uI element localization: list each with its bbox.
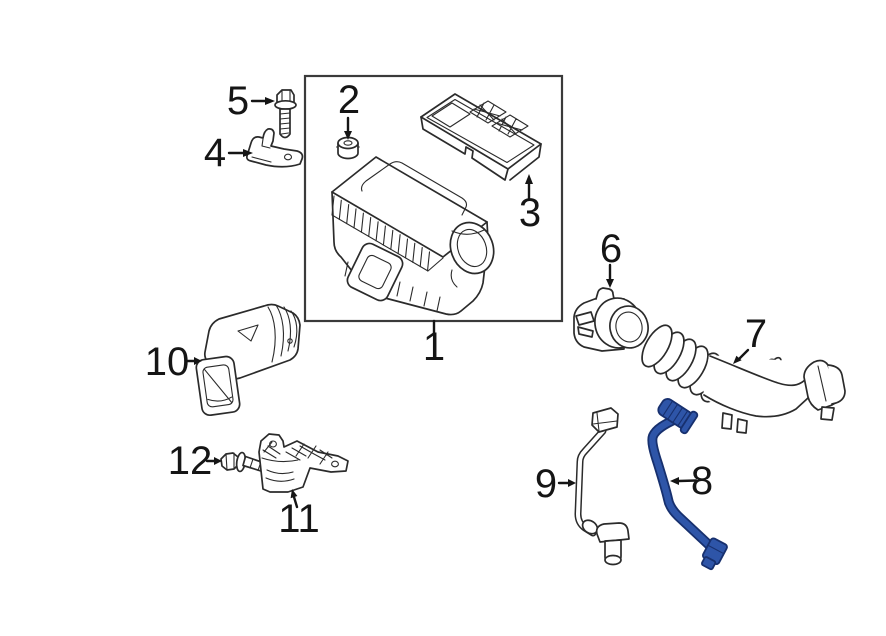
- part-12-label[interactable]: 12: [168, 439, 213, 483]
- callout-arrows: [184, 97, 750, 509]
- part-11-label[interactable]: 11: [278, 497, 320, 541]
- part-1-drawing[interactable]: [331, 156, 501, 316]
- part-2-drawing[interactable]: [335, 136, 360, 160]
- part-10-drawing[interactable]: [195, 303, 301, 417]
- part-6-drawing[interactable]: [573, 287, 652, 352]
- part-9-label[interactable]: 9: [535, 462, 557, 506]
- part-4-drawing[interactable]: [245, 127, 304, 168]
- part-1-label[interactable]: 1: [423, 325, 445, 369]
- part-5-drawing[interactable]: [274, 89, 297, 139]
- part-11-drawing[interactable]: [258, 433, 349, 493]
- part-9-drawing[interactable]: [574, 407, 630, 566]
- part-2-label[interactable]: 2: [338, 78, 360, 122]
- part-7-drawing[interactable]: [636, 321, 846, 434]
- part-10-label[interactable]: 10: [145, 340, 190, 384]
- part-6-label[interactable]: 6: [600, 227, 622, 271]
- part-8-drawing[interactable]: [647, 394, 728, 571]
- part-7-label[interactable]: 7: [745, 312, 767, 356]
- part-3-label[interactable]: 3: [519, 191, 541, 235]
- part-11-arrow: [292, 495, 299, 509]
- part-4-label[interactable]: 4: [204, 131, 226, 175]
- part-8-arrow: [677, 479, 698, 483]
- part-7-arrow: [737, 348, 750, 361]
- part-3-drawing[interactable]: [420, 93, 542, 181]
- part-8-label[interactable]: 8: [691, 459, 713, 503]
- part-5-label[interactable]: 5: [227, 79, 249, 123]
